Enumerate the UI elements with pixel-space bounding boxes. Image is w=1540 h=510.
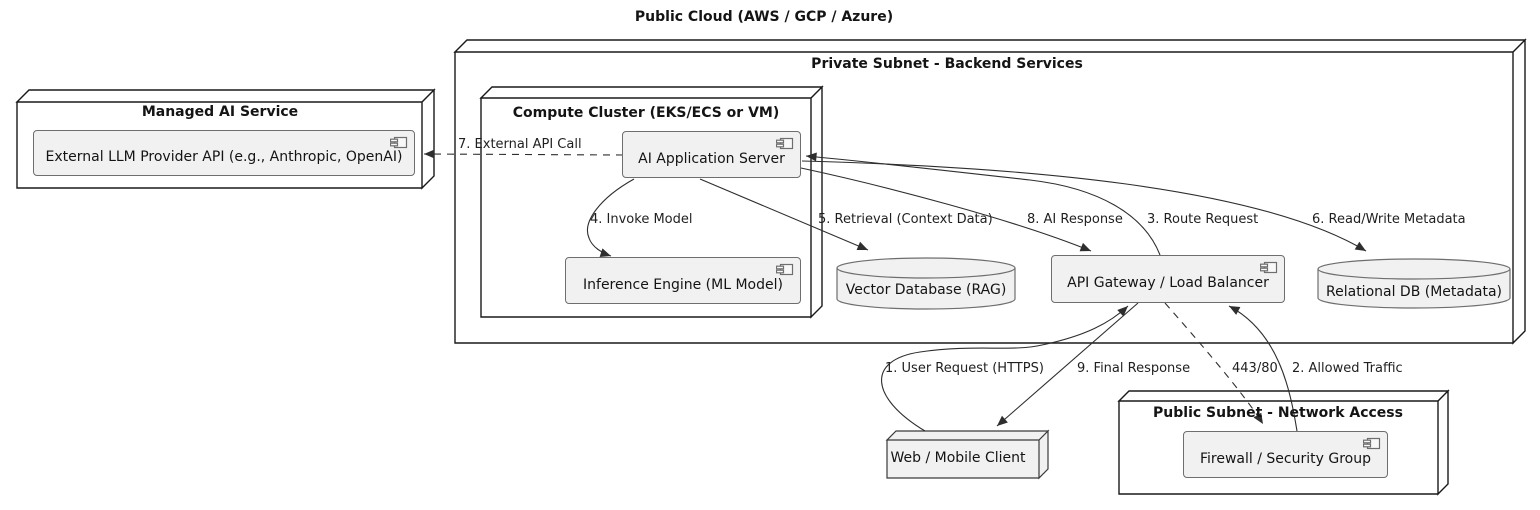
public-subnet-title: Public Subnet - Network Access [1153, 405, 1403, 421]
edge-allowed-traffic [1228, 305, 1298, 432]
edge-label-external-api-call: 7. External API Call [458, 137, 582, 152]
component-ai-app-server: AI Application Server [622, 131, 801, 178]
edge-label-invoke-model: 4. Invoke Model [590, 212, 693, 227]
relational-db-label: Relational DB (Metadata) [1326, 284, 1502, 300]
edge-label-user-request: 1. User Request (HTTPS) [885, 361, 1044, 376]
edge-label-final-response: 9. Final Response [1077, 361, 1191, 376]
component-icon [1363, 437, 1381, 450]
edge-final-response [996, 302, 1139, 427]
component-label: External LLM Provider API (e.g., Anthrop… [45, 149, 403, 165]
edge-label-ai-response: 8. AI Response [1027, 212, 1123, 227]
component-label: API Gateway / Load Balancer [1067, 275, 1269, 291]
compute-cluster-title: Compute Cluster (EKS/ECS or VM) [512, 105, 780, 121]
component-firewall: Firewall / Security Group [1183, 431, 1388, 478]
component-api-gateway: API Gateway / Load Balancer [1051, 255, 1285, 303]
edge-invoke-model [587, 178, 635, 257]
web-mobile-client-label: Web / Mobile Client [890, 450, 1026, 466]
component-label: Firewall / Security Group [1200, 450, 1371, 467]
component-external-llm: External LLM Provider API (e.g., Anthrop… [33, 130, 415, 176]
vector-db-label: Vector Database (RAG) [845, 282, 1007, 298]
edge-port-443-80 [1164, 302, 1264, 425]
edge-label-route-request: 3. Route Request [1147, 212, 1259, 227]
edge-label-retrieval: 5. Retrieval (Context Data) [818, 212, 993, 227]
component-icon [1260, 261, 1278, 274]
diagram-title: Public Cloud (AWS / GCP / Azure) [634, 9, 894, 25]
edge-label-port-443-80: 443/80 [1232, 361, 1278, 376]
edge-label-allowed-traffic: 2. Allowed Traffic [1292, 361, 1403, 376]
edge-read-write-metadata [801, 160, 1367, 252]
component-icon [776, 263, 794, 276]
edge-route-request [805, 152, 1161, 256]
managed-ai-service-title: Managed AI Service [141, 104, 299, 120]
web-mobile-client-node [885, 429, 1050, 480]
edge-retrieval [699, 178, 869, 251]
component-inference-engine: Inference Engine (ML Model) [565, 257, 801, 304]
private-subnet-title: Private Subnet - Backend Services [811, 56, 1083, 72]
component-icon [390, 136, 408, 149]
component-label: Inference Engine (ML Model) [583, 276, 783, 293]
edge-user-request [881, 305, 1129, 432]
vector-db-cylinder [836, 257, 1016, 310]
relational-db-cylinder [1317, 258, 1511, 309]
component-icon [776, 137, 794, 150]
edge-ai-response [800, 167, 1092, 252]
component-label: AI Application Server [638, 150, 785, 167]
edge-label-read-write-metadata: 6. Read/Write Metadata [1312, 212, 1466, 227]
